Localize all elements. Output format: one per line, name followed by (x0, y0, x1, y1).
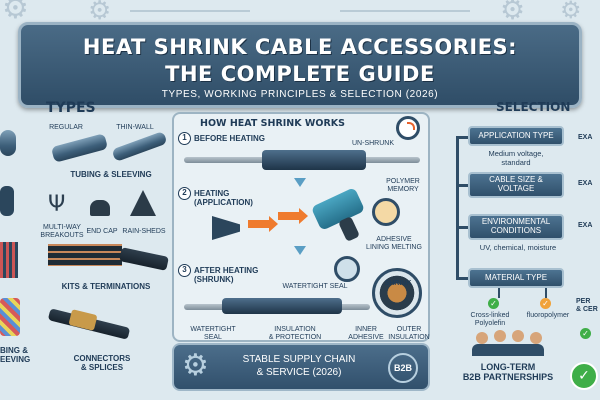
flow-connector (456, 184, 468, 187)
flow-connector (456, 136, 468, 139)
magnifier-icon (334, 256, 360, 282)
label-inner-adhesive: INNER ADHESIVE (348, 326, 384, 342)
material-fluoropolymer: fluoropolymer (526, 312, 570, 319)
unshrunk-sleeve (262, 150, 366, 170)
label-watertight-seal-top: WATERTIGHT SEAL (282, 283, 348, 290)
tubing-regular-image (50, 133, 109, 163)
step-number-1: 1 (178, 132, 191, 145)
check-icon: ✓ (540, 298, 551, 309)
label-tubing-sleeving: TUBING & SLEEVING (70, 170, 152, 179)
supply-chain-text: STABLE SUPPLY CHAIN & SERVICE (2026) (242, 354, 356, 378)
application-type-box: APPLICATION TYPE (468, 126, 564, 146)
step3-label: AFTER HEATING (SHRUNK) (194, 266, 259, 285)
label-polymer-memory: POLYMER MEMORY (386, 178, 420, 194)
page-title-line2: THE COMPLETE GUIDE (165, 62, 435, 86)
kit-wires-image (48, 244, 122, 266)
application-desc: Medium voltage, standard (488, 149, 544, 167)
per-cer-label: PER & CER (576, 298, 598, 314)
step1-label: BEFORE HEATING (194, 134, 265, 143)
label-end-cap: END CAP (86, 228, 118, 235)
polymer-memory-magnifier (372, 198, 400, 226)
long-term-partnerships: LONG-TERM B2B PARTNERSHIPS (462, 362, 554, 383)
gear-icon: ⚙ (500, 0, 526, 26)
label-shrink: SHRINK (384, 280, 412, 287)
flow-connector (456, 136, 459, 280)
step-number-3: 3 (178, 264, 191, 277)
end-cap-image (90, 200, 110, 216)
page-subtitle: TYPES, WORKING PRINCIPLES & SELECTION (2… (161, 89, 439, 100)
label-connectors-splices: CONNECTORS & SPLICES (73, 354, 131, 373)
b2b-icon: B2B (388, 353, 418, 383)
check-icon: ✓ (580, 328, 591, 339)
flow-connector (545, 288, 547, 298)
shrink-magnifier (372, 268, 422, 318)
label-watertight-seal: WATERTIGHT SEAL (190, 326, 236, 342)
stopwatch-icon (396, 116, 420, 140)
flow-connector (456, 226, 468, 229)
label-tubing-sleeving-partial: BING & EEVING (0, 346, 31, 365)
connector-splice-image (68, 309, 98, 331)
selection-header: SELECTION (496, 100, 571, 114)
label-un-shrunk: UN-SHRUNK (352, 140, 394, 147)
flow-connector (456, 277, 468, 280)
rain-shed-image (130, 190, 156, 216)
circuit-line (340, 10, 470, 12)
tubing-partial-image (0, 298, 20, 336)
how-header: HOW HEAT SHRINK WORKS (200, 118, 345, 129)
environmental-box: ENVIRONMENTAL CONDITIONS (468, 214, 564, 240)
flow-connector (498, 288, 500, 298)
label-rain-sheds: RAIN-SHEDS (122, 228, 166, 235)
heat-arrow-icon (278, 208, 308, 224)
kit-cable-image (119, 247, 169, 271)
heat-arrow-icon (248, 216, 278, 232)
material-type-box: MATERIAL TYPE (468, 268, 564, 288)
step2-label: HEATING (APPLICATION) (194, 189, 253, 208)
page-title-line1: HEAT SHRINK CABLE ACCESSORIES: (82, 35, 518, 59)
title-banner: HEAT SHRINK CABLE ACCESSORIES: THE COMPL… (18, 22, 582, 108)
tubing-thin-wall-image (111, 130, 168, 163)
handshake-icon: ✓ (570, 362, 598, 390)
tubing-regular-image (0, 130, 16, 156)
cable-size-voltage-box: CABLE SIZE & VOLTAGE (468, 172, 564, 198)
check-icon: ✓ (488, 298, 499, 309)
exa-label-2: EXA (578, 180, 593, 187)
label-kits-terminations: KITS & TERMINATIONS (61, 282, 151, 291)
label-multi-way-breakouts: MULTI-WAY BREAKOUTS (40, 224, 84, 240)
material-cross-linked: Cross-linked Polyolefin (470, 312, 510, 328)
gear-icon: ⚙ (88, 0, 112, 26)
down-arrow (294, 178, 306, 187)
step-number-2: 2 (178, 187, 191, 200)
label-adhesive-melting: ADHESIVE LINING MELTING (366, 236, 422, 252)
down-arrow (294, 246, 306, 255)
kit-wires-image (0, 242, 18, 278)
multi-way-breakout-image (0, 186, 14, 216)
label-insulation-protection: INSULATION & PROTECTION (268, 326, 322, 342)
gear-icon: ⚙ (182, 348, 209, 383)
label-thin-wall: THIN-WALL (116, 124, 154, 131)
environmental-desc: UV, chemical, moisture (479, 243, 557, 252)
label-outer-insulation: OUTER INSULATION (388, 326, 430, 342)
supply-chain-banner: ⚙ STABLE SUPPLY CHAIN & SERVICE (2026) B… (172, 343, 430, 391)
shrunk-sleeve (222, 298, 342, 314)
types-header: TYPES (46, 100, 96, 116)
partners-image (472, 330, 544, 356)
label-regular: REGULAR (49, 124, 83, 131)
gear-icon: ⚙ (2, 0, 29, 26)
multi-way-breakout-image: Ψ (48, 192, 66, 217)
circuit-line (130, 10, 250, 12)
exa-label-3: EXA (578, 222, 593, 229)
exa-label-1: EXA (578, 134, 593, 141)
gear-icon: ⚙ (560, 0, 582, 24)
